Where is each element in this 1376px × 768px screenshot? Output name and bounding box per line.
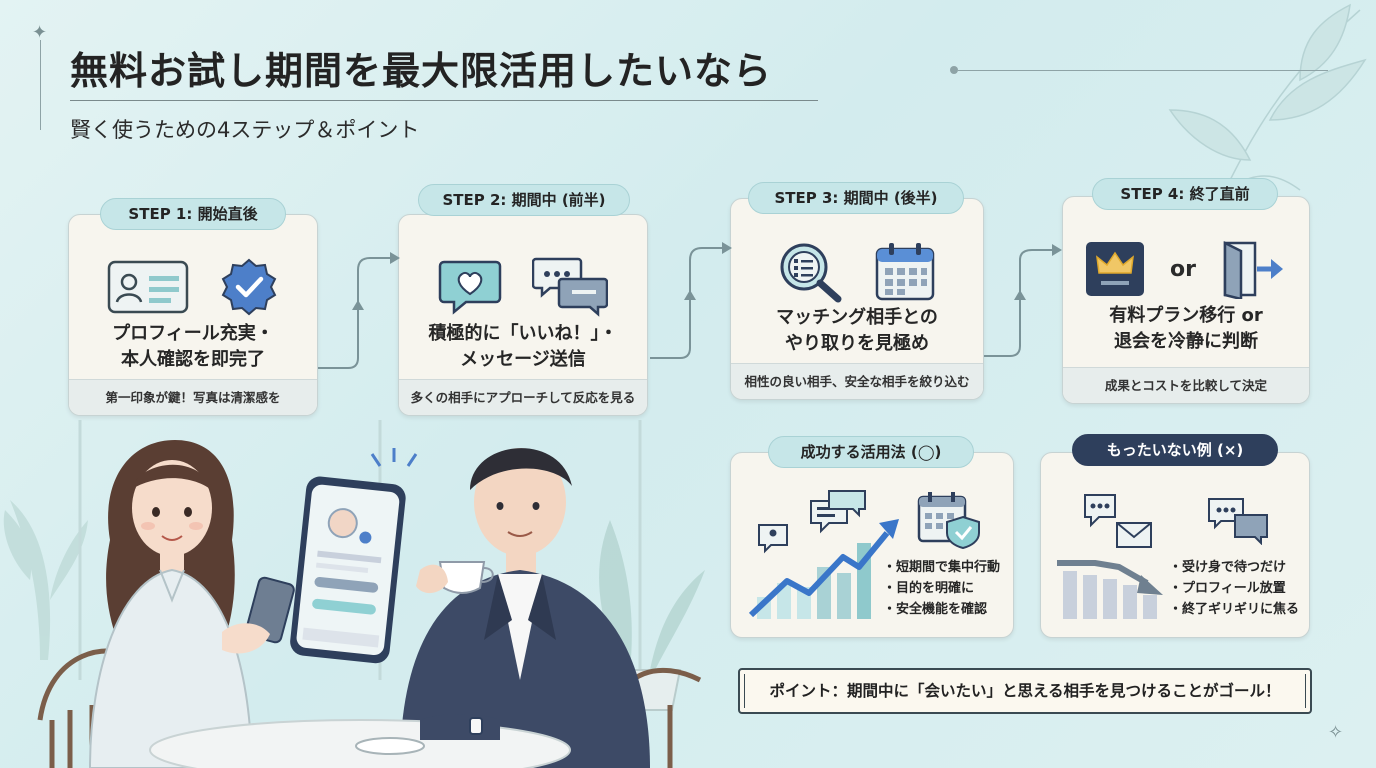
step-2-icons [399,257,647,317]
step-1-body: プロフィール充実・ 本人確認を即完了 [112,323,274,370]
step-3-tip: 相性の良い相手、安全な相手を絞り込む [731,363,983,399]
step-4-label: STEP 4: 終了直前 [1092,178,1278,210]
success-card: ・短期間で集中行動 ・目的を明確に ・安全機能を確認 [730,452,1014,638]
step-3-icons [731,241,983,303]
step-1-icons [69,257,317,317]
step-4-body: 有料プラン移行 or 退会を冷静に判断 [1109,305,1263,352]
verified-badge-icon [221,258,276,316]
declining-chart-icon [1057,494,1163,619]
step-connector-arrow-icon [650,242,732,359]
sparkle-icon: ✦ [32,22,48,43]
calendar-shield-icon [917,492,980,549]
step-card-3: マッチング相手との やり取りを見極め 相性の良い相手、安全な相手を絞り込む [730,198,984,400]
step-card-1: プロフィール充実・ 本人確認を即完了 第一印象が鍵！写真は清潔感を [68,214,318,416]
step-card-4: or 有料プラン移行 or 退会を冷静に判断 成果とコストを比較して決定 [1062,196,1310,404]
waste-label: もったいない例 (×) [1072,434,1278,466]
list-item: ・プロフィール放置 [1169,581,1286,596]
step-1-label: STEP 1: 開始直後 [100,198,286,230]
waste-card: ・受け身で待つだけ ・プロフィール放置 ・終了ギリギリに焦る [1040,452,1310,638]
divider-line [958,70,1328,71]
step-3-body: マッチング相手との やり取りを見極め [776,307,938,354]
heart-bubble-icon [439,260,502,315]
calendar-icon [875,243,934,301]
step-card-2: 積極的に「いいね！」・ メッセージ送信 多くの相手にアプローチして反応を見る [398,214,648,416]
chat-bubbles-icon [531,257,608,317]
growth-chart-icon [748,490,899,619]
list-item: ・受け身で待つだけ [1169,560,1287,575]
exit-door-icon [1223,240,1284,299]
chat-bubbles-icon [1208,498,1268,545]
waste-list: ・受け身で待つだけ ・プロフィール放置 ・終了ギリギリに焦る [1169,557,1299,620]
step-connector-arrow-icon [318,252,400,369]
step-4-tip: 成果とコストを比較して決定 [1063,367,1309,403]
list-item: ・目的を明確に [883,581,975,596]
success-label: 成功する活用法 (◯) [768,436,974,468]
step-2-label: STEP 2: 期間中 (前半) [418,184,630,216]
page-subtitle: 賢く使うための4ステップ＆ポイント [70,118,420,142]
sparkle-icon: ✧ [1328,722,1344,743]
step-4-icons: or [1063,239,1309,299]
point-banner: ポイント：期間中に「会いたい」と思える相手を見つけることがゴール！ [738,668,1312,714]
list-item: ・短期間で集中行動 [883,560,1001,575]
premium-crown-icon [1085,242,1144,296]
divider-dot [950,66,958,74]
step-connector-arrow-icon [984,244,1062,357]
frame-line [40,40,41,130]
couple-cafe-illustration [37,420,705,768]
step-2-body: 積極的に「いいね！」・ メッセージ送信 [428,323,618,370]
step-2-tip: 多くの相手にアプローチして反応を見る [399,379,647,415]
or-text: or [1170,256,1196,282]
list-item: ・安全機能を確認 [883,602,988,617]
page-title: 無料お試し期間を最大限活用したいなら [70,48,773,93]
step-1-tip: 第一印象が鍵！写真は清潔感を [69,379,317,415]
list-item: ・終了ギリギリに焦る [1169,602,1300,617]
step-3-label: STEP 3: 期間中 (後半) [748,182,964,214]
search-list-icon [780,243,842,303]
leaf-decoration-icon [1168,3,1367,200]
success-list: ・短期間で集中行動 ・目的を明確に ・安全機能を確認 [883,557,1000,620]
title-underline [70,100,818,101]
id-card-icon [108,260,189,314]
